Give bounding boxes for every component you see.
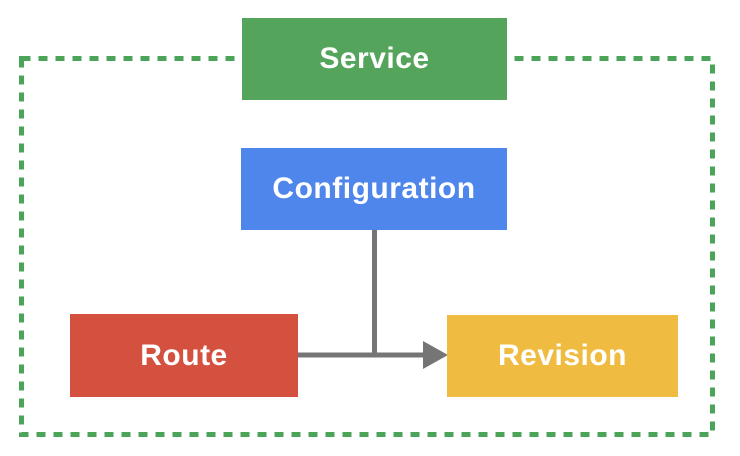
node-revision-label: Revision	[497, 339, 628, 372]
node-service-label: Service	[319, 42, 430, 75]
node-service: Service	[242, 18, 507, 100]
node-route-label: Route	[140, 338, 228, 372]
node-route: Route	[70, 314, 298, 397]
node-revision: Revision	[447, 315, 678, 397]
node-configuration: Configuration	[241, 148, 507, 230]
connector-lines	[292, 228, 432, 358]
arrowhead-icon	[423, 341, 448, 369]
node-configuration-label: Configuration	[272, 172, 476, 205]
